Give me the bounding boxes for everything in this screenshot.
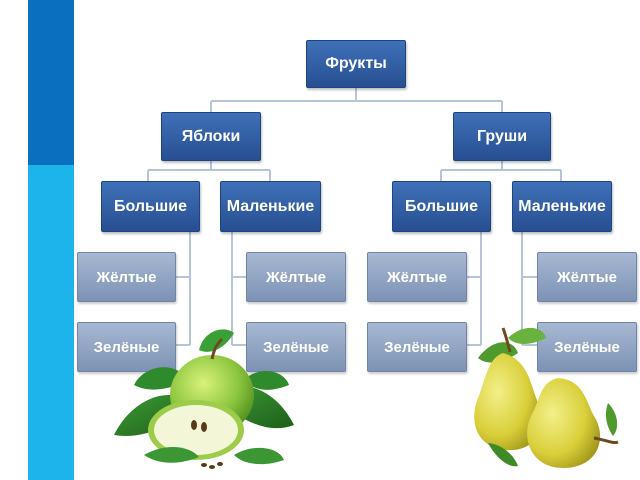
node-pears-big: Большие — [392, 181, 491, 232]
leaf-icon — [199, 329, 234, 352]
leaf-icon — [508, 327, 546, 344]
node-pears-small: Маленькие — [512, 181, 612, 232]
apple-illustration — [114, 329, 294, 469]
leaf-icon — [144, 446, 199, 463]
connector-pears-big — [467, 232, 482, 346]
connector-apples-small — [231, 232, 246, 346]
node-apples-small: Маленькие — [220, 181, 321, 232]
node-apples-big-yellow: Жёлтые — [77, 252, 176, 302]
node-pears-small-green: Зелёные — [537, 322, 637, 372]
node-root: Фрукты — [306, 40, 406, 88]
connector-root — [210, 88, 503, 112]
node-apples-small-green: Зелёные — [246, 322, 346, 372]
leaf-icon — [605, 403, 618, 436]
node-pears-small-yellow: Жёлтые — [537, 252, 637, 302]
pear-icon — [474, 353, 542, 451]
left-stripe-dark — [28, 0, 74, 165]
connector-pears — [440, 161, 562, 181]
connector-pears-small — [521, 232, 537, 346]
pear-icon — [527, 378, 601, 468]
node-apples-big-green: Зелёные — [77, 322, 176, 372]
connector-apples — [147, 161, 271, 181]
node-pears-big-green: Зелёные — [367, 322, 467, 372]
node-pears-big-yellow: Жёлтые — [367, 252, 467, 302]
leaf-icon — [234, 447, 284, 465]
node-apples-big: Большие — [101, 181, 200, 232]
leaf-icon — [488, 443, 518, 467]
leaf-icon — [244, 370, 289, 390]
left-stripe-light — [28, 165, 74, 480]
connector-apples-big — [176, 232, 191, 346]
node-apples-small-yellow: Жёлтые — [246, 252, 346, 302]
pear-illustration — [474, 327, 619, 468]
node-apples: Яблоки — [161, 112, 261, 161]
node-pears: Груши — [453, 112, 551, 161]
